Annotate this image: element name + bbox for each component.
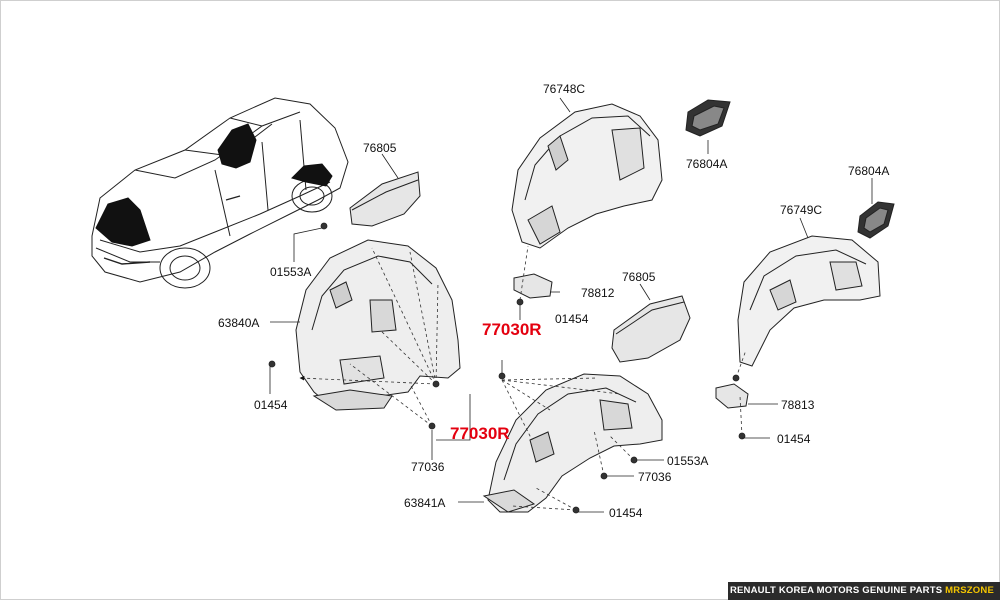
part-76804a-right — [857, 201, 895, 239]
part-76804a-top — [685, 99, 731, 137]
label-78812: 78812 — [581, 286, 615, 300]
label-76804a-top: 76804A — [686, 157, 728, 171]
label-01454-left: 01454 — [254, 398, 288, 412]
footer-text: RENAULT KOREA MOTORS GENUINE PARTS — [729, 585, 943, 596]
label-63841a: 63841A — [404, 496, 446, 510]
label-76805-right: 76805 — [622, 270, 656, 284]
label-63840a: 63840A — [218, 316, 260, 330]
part-63840a — [295, 239, 461, 411]
label-77036-right: 77036 — [638, 470, 672, 484]
dashed-guides — [299, 245, 747, 511]
part-78813 — [715, 383, 749, 409]
part-76805-left — [349, 171, 421, 227]
label-77036-left: 77036 — [411, 460, 445, 474]
highlight-77030r-top: 77030R — [482, 320, 542, 339]
label-01553a-left: 01553A — [270, 265, 312, 279]
part-76805-right — [611, 295, 691, 363]
label-78813: 78813 — [781, 398, 815, 412]
footer-brand: MRSZONE — [945, 585, 994, 596]
label-01454-bottom: 01454 — [609, 506, 643, 520]
highlight-77030r-bottom: 77030R — [450, 424, 510, 443]
label-76748c: 76748C — [543, 82, 586, 96]
footer-watermark: RENAULT KOREA MOTORS GENUINE PARTS MRSZO… — [728, 582, 1000, 600]
part-76749c — [737, 235, 881, 367]
label-76749c: 76749C — [780, 203, 823, 217]
leader-lines — [269, 97, 873, 513]
car-liner-highlights — [95, 123, 333, 247]
car-illustration — [91, 97, 349, 289]
label-76804a-right: 76804A — [848, 164, 890, 178]
part-63841a — [482, 373, 663, 513]
label-76805-left: 76805 — [363, 141, 397, 155]
label-01454-right: 01454 — [777, 432, 811, 446]
part-78812 — [513, 273, 553, 299]
label-01553a-bottom: 01553A — [667, 454, 709, 468]
part-76748c — [511, 103, 663, 249]
label-01454-mid: 01454 — [555, 312, 589, 326]
